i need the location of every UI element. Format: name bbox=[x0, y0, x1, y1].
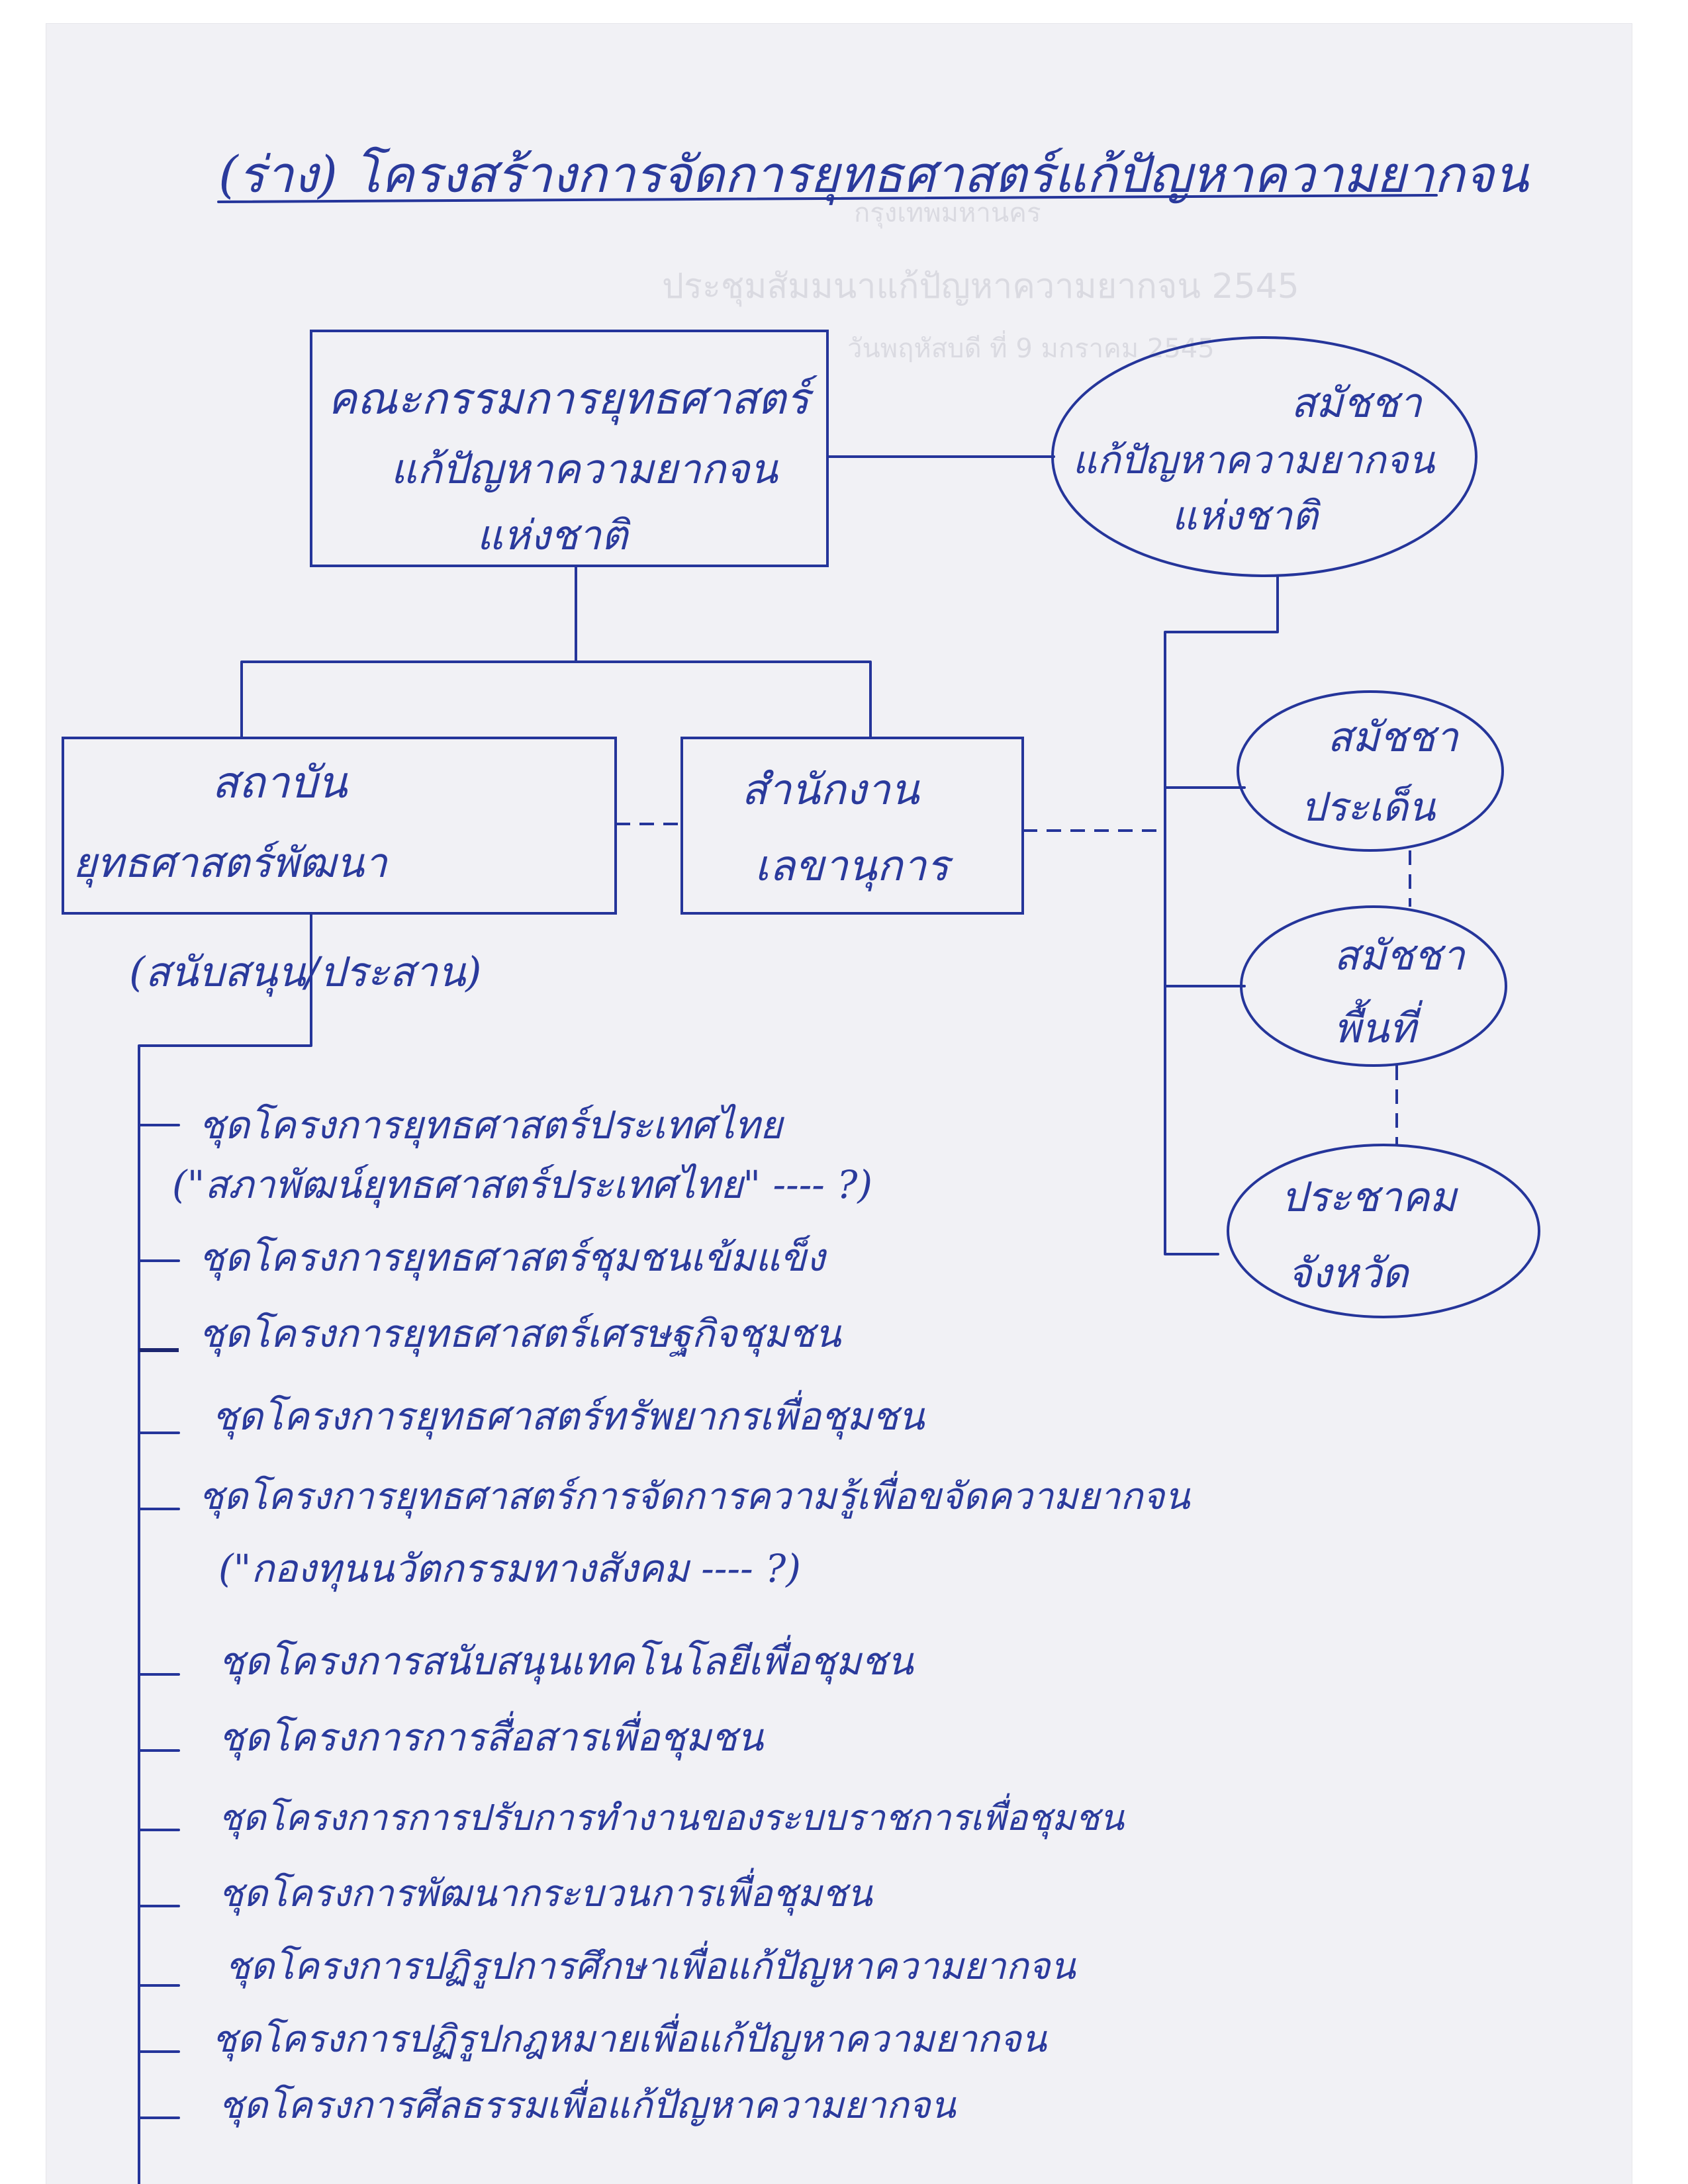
institute-box bbox=[62, 737, 617, 915]
list-trunk bbox=[138, 912, 312, 2184]
national-assembly-line-3: แห่งชาติ bbox=[1172, 493, 1321, 539]
secretariat-line-2: เลขานุการ bbox=[755, 842, 953, 891]
list-item: ชุดโครงการปฏิรูปกฎหมายเพื่อแก้ปัญหาความย… bbox=[212, 2013, 1048, 2062]
list-item: ("กองทุนนวัตกรรมทางสังคม ---- ?) bbox=[218, 1546, 801, 1592]
list-item: ชุดโครงการยุทธศาสตร์ทรัพยากรเพื่อชุมชน bbox=[212, 1390, 925, 1440]
list-item: ชุดโครงการยุทธศาสตร์เศรษฐกิจชุมชน bbox=[199, 1311, 842, 1357]
list-ticks bbox=[138, 1124, 180, 2119]
provincial-forum-line-2: จังหวัด bbox=[1288, 1249, 1410, 1297]
list-item: ("สภาพัฒน์ยุทธศาสตร์ประเทศไทย" ---- ?) bbox=[172, 1162, 872, 1208]
issue-assembly-line-1: สมัชชา bbox=[1327, 713, 1460, 761]
area-assembly-ellipse bbox=[1240, 905, 1507, 1067]
list-item: ชุดโครงการศีลธรรมเพื่อแก้ปัญหาความยากจน bbox=[218, 2079, 957, 2128]
issue-assembly-line-2: ประเด็น bbox=[1301, 784, 1436, 831]
list-item: ชุดโครงการพัฒนากระบวนการเพื่อชุมชน bbox=[218, 1868, 873, 1916]
bleed-line-2: ประชุมสัมมนาแก้ปัญหาความยากจน 2545 bbox=[662, 267, 1299, 307]
list-item: ชุดโครงการการปรับการทำงานของระบบราชการเพ… bbox=[218, 1793, 1125, 1840]
list-item: ชุดโครงการปฏิรูปการศึกษาเพื่อแก้ปัญหาควา… bbox=[225, 1940, 1076, 1989]
bleed-through-text: กรุงเทพมหานคร ประชุมสัมมนาแก้ปัญหาความยา… bbox=[662, 198, 1299, 364]
list-item: ชุดโครงการการสื่อสารเพื่อชุมชน bbox=[218, 1711, 764, 1761]
bleed-line-3: วันพฤหัสบดี ที่ 9 มกราคม 2545 bbox=[847, 330, 1215, 364]
program-list: ชุดโครงการยุทธศาสตร์ประเทศไทย ("สภาพัฒน์… bbox=[172, 1103, 1191, 2128]
committee-line-1: คณะกรรมการยุทธศาสตร์ bbox=[328, 373, 818, 426]
area-assembly-line-1: สมัชชา bbox=[1334, 931, 1466, 979]
provincial-forum-line-1: ประชาคม bbox=[1281, 1173, 1458, 1221]
list-item: ชุดโครงการสนับสนุนเทคโนโลยีเพื่อชุมชน bbox=[218, 1635, 914, 1685]
connector-committee-branch bbox=[240, 565, 872, 739]
committee-line-2: แก้ปัญหาความยากจน bbox=[391, 445, 778, 493]
bleed-line-1: กรุงเทพมหานคร bbox=[854, 198, 1041, 229]
institute-line-2: ยุทธศาสตร์พัฒนา bbox=[73, 839, 389, 888]
national-assembly-line-2: แก้ปัญหาความยากจน bbox=[1072, 437, 1435, 482]
issue-assembly-ellipse bbox=[1237, 690, 1504, 852]
institute-line-1: สถาบัน bbox=[212, 757, 348, 808]
list-item: ชุดโครงการยุทธศาสตร์ชุมชนเข้มแข็ง bbox=[199, 1235, 827, 1281]
title-underline bbox=[217, 194, 1438, 203]
list-item: ชุดโครงการยุทธศาสตร์ประเทศไทย bbox=[199, 1103, 785, 1149]
national-assembly-line-1: สมัชชา bbox=[1291, 379, 1423, 427]
committee-box bbox=[310, 330, 829, 567]
secretariat-line-1: สำนักงาน bbox=[741, 766, 921, 815]
right-trunk bbox=[1164, 574, 1279, 1255]
support-label: (สนับสนุน/ประสาน) bbox=[129, 948, 481, 997]
provincial-forum-ellipse bbox=[1227, 1144, 1540, 1318]
area-assembly-line-2: พื้นที่ bbox=[1334, 999, 1423, 1052]
committee-line-3: แห่งชาติ bbox=[477, 511, 631, 559]
secretariat-box bbox=[680, 737, 1024, 915]
list-item: ชุดโครงการยุทธศาสตร์การจัดการความรู้เพื่… bbox=[199, 1471, 1191, 1519]
